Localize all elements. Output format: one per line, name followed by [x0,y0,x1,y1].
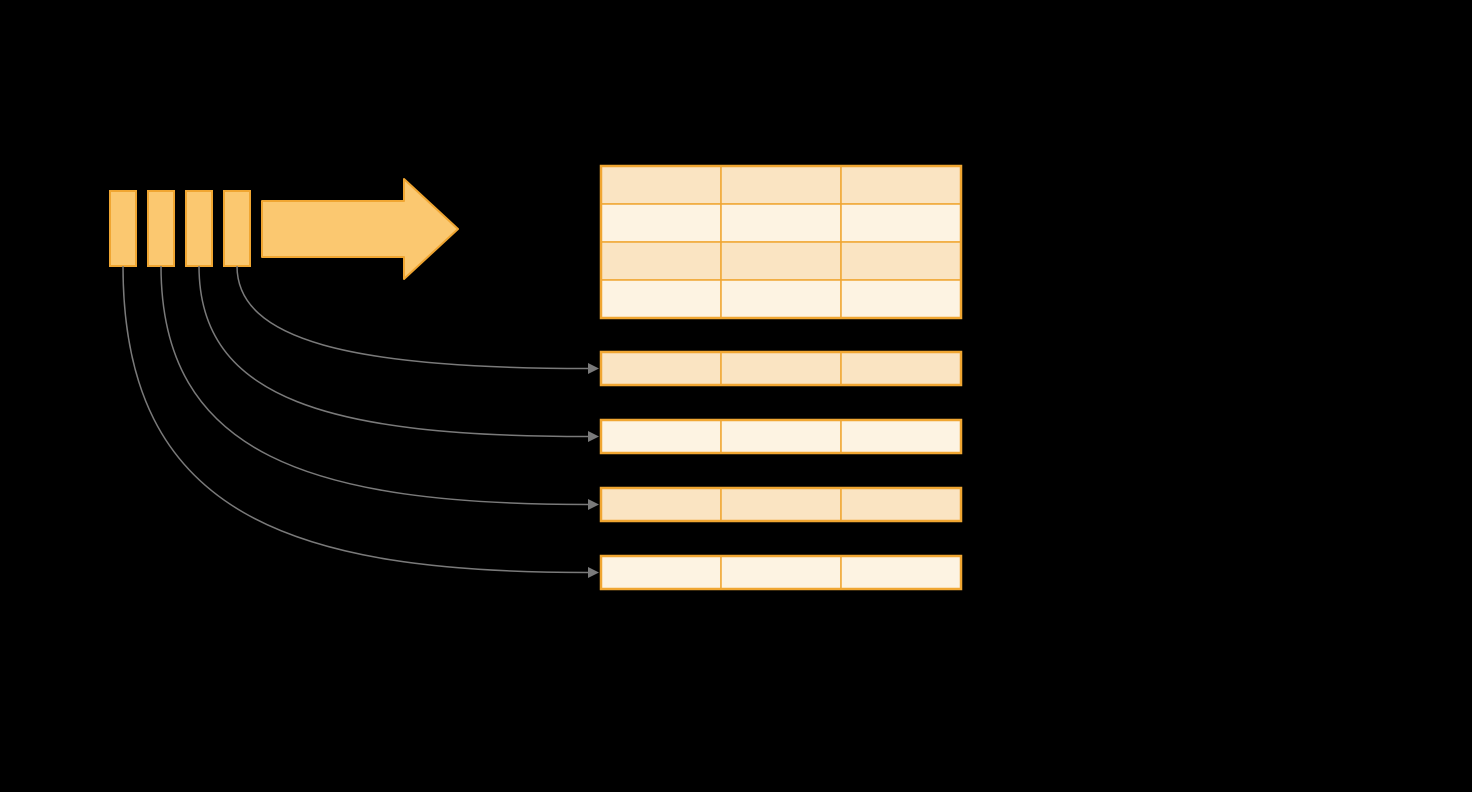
row-table-1-cell-3 [840,351,962,386]
connector-bar4-to-row1 [236,265,589,370]
row-table-3-cell-2 [720,487,842,522]
row-table-1-cell-1 [600,351,722,386]
row-table-4-cell-3 [840,555,962,590]
row-table-1 [599,350,963,387]
row-table-3-cell-3 [840,487,962,522]
row-table-3-outline [599,486,963,523]
main-table-cell-r3c1 [600,241,722,281]
main-table-cell-r2c3 [840,203,962,243]
stream-bar-1 [109,190,137,267]
connector-arrowhead-icon-2 [588,431,599,442]
row-table-1-cell-2 [720,351,842,386]
stream-bar-4 [223,190,251,267]
stream-bar-3 [185,190,213,267]
connector-bar1-to-row4 [122,265,589,574]
connectors [122,265,599,578]
row-table-4-cell-1 [600,555,722,590]
row-table-3-cell-1 [600,487,722,522]
connector-arrowhead-icon-1 [588,363,599,374]
row-table-4-outline [599,554,963,591]
row-table-4-cell-2 [720,555,842,590]
row-table-2 [599,418,963,455]
stream-bar-2 [147,190,175,267]
stream-bars [109,190,251,267]
main-table-cell-r4c3 [840,279,962,319]
row-table-4 [599,554,963,591]
main-table-outline [599,164,963,320]
main-table-cell-r4c1 [600,279,722,319]
main-table-cell-r3c3 [840,241,962,281]
main-table-cell-r1c3 [840,165,962,205]
flow-arrow-icon [261,178,459,280]
connector-bar2-to-row3 [160,265,589,506]
connector-arrowhead-icon-4 [588,567,599,578]
connector-bar3-to-row2 [198,265,589,438]
main-table-cell-r2c2 [720,203,842,243]
row-table-2-cell-1 [600,419,722,454]
main-table-cell-r1c2 [720,165,842,205]
main-table-cell-r4c2 [720,279,842,319]
row-table-2-outline [599,418,963,455]
main-table [599,164,963,320]
connector-arrowhead-icon-3 [588,499,599,510]
main-table-cell-r2c1 [600,203,722,243]
row-table-1-outline [599,350,963,387]
row-table-2-cell-2 [720,419,842,454]
main-table-cell-r3c2 [720,241,842,281]
main-table-cell-r1c1 [600,165,722,205]
row-table-3 [599,486,963,523]
row-table-2-cell-3 [840,419,962,454]
